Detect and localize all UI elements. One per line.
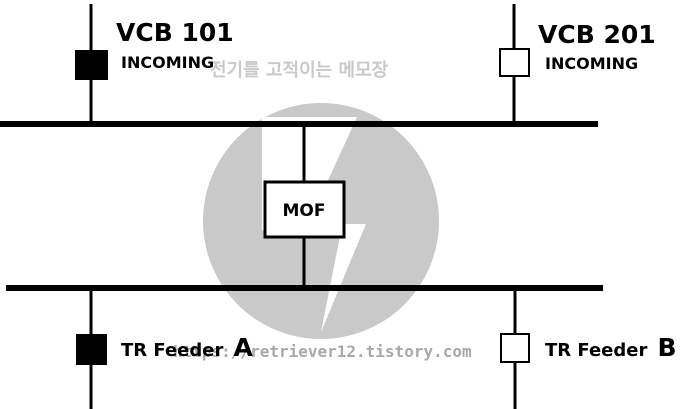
vcb-201-breaker	[499, 48, 530, 77]
feeder-b-label: TR Feeder B	[545, 333, 677, 362]
feeder-b-text: TR Feeder	[545, 340, 647, 361]
feeder-a-text: TR Feeder	[121, 340, 223, 361]
mof-label: MOF	[283, 201, 326, 221]
watermark-url: https://retriever12.tistory.com	[173, 342, 472, 361]
vcb-201-type: INCOMING	[545, 54, 638, 73]
feeder-b-breaker	[500, 333, 530, 363]
feeder-b-letter: B	[657, 333, 676, 362]
watermark-title: 전기를 고적이는 메모장	[210, 60, 389, 81]
feeder-a-breaker	[76, 334, 107, 365]
feeder-a-label: TR Feeder A	[121, 333, 253, 362]
feeder-a-letter: A	[233, 333, 253, 362]
vcb-101-type: INCOMING	[121, 53, 214, 72]
mof-box	[263, 180, 346, 239]
vcb-101-breaker	[75, 50, 108, 80]
vcb-101-name: VCB 101	[116, 18, 234, 47]
vcb-201-name: VCB 201	[538, 20, 656, 49]
